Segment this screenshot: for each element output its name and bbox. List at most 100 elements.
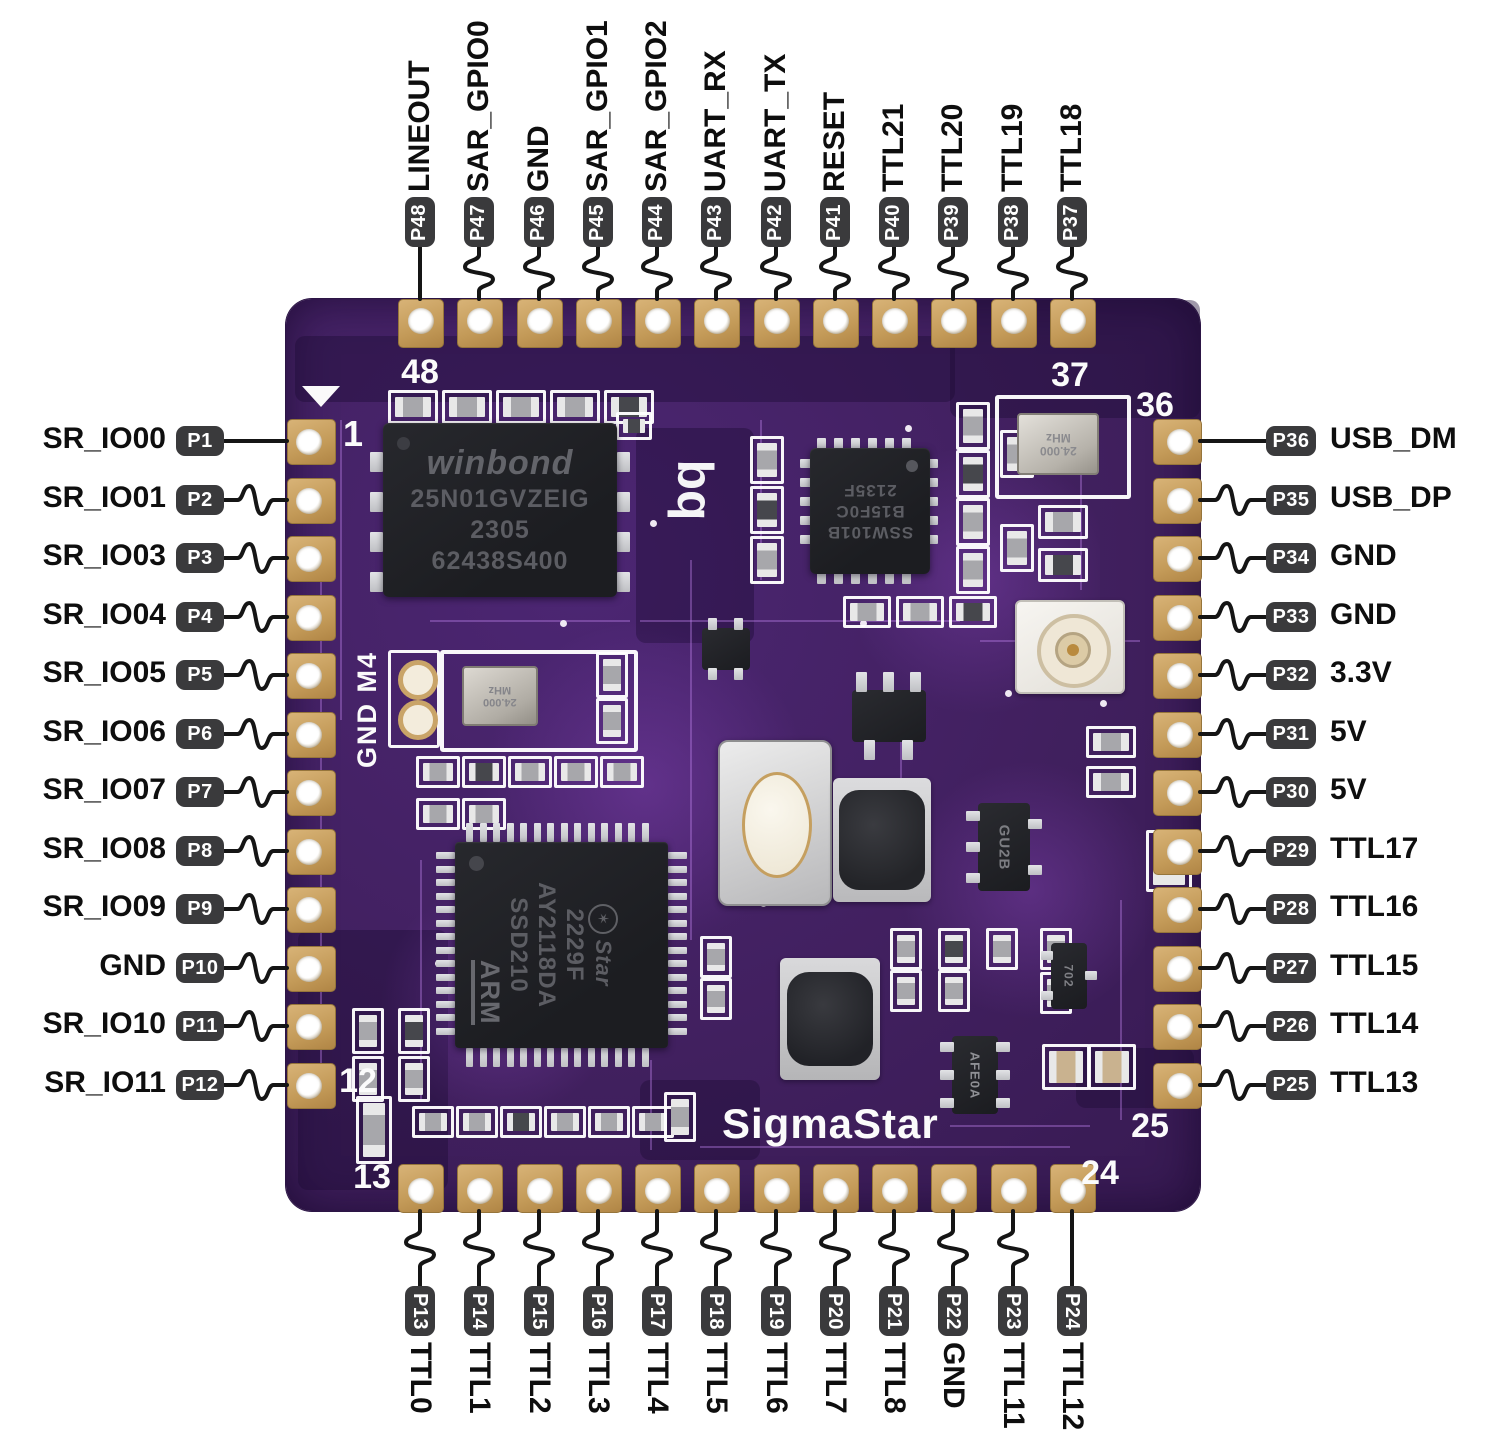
inductor bbox=[780, 958, 880, 1080]
pin-badge-P18: P18 bbox=[701, 1286, 731, 1336]
pin-connector-P38 bbox=[996, 245, 1030, 301]
pad-hole bbox=[1167, 429, 1193, 455]
pin-id: P12 bbox=[181, 1073, 219, 1096]
passive-footprint bbox=[416, 798, 460, 830]
pin-id: P25 bbox=[1272, 1073, 1310, 1096]
flash-lead bbox=[370, 572, 383, 592]
pin-id: P34 bbox=[1272, 546, 1310, 569]
silkscreen-25: 25 bbox=[1131, 1107, 1169, 1145]
pin-connector-P14 bbox=[462, 1209, 496, 1288]
pin-badge-P3: P3 bbox=[176, 543, 224, 573]
pad-hole bbox=[527, 308, 553, 334]
pin-label-P23: TTL11 bbox=[997, 1342, 1030, 1429]
pcb-trace bbox=[1120, 900, 1122, 1120]
pad-hole bbox=[1167, 897, 1193, 923]
pin-badge-P17: P17 bbox=[642, 1286, 672, 1336]
pin-badge-P20: P20 bbox=[820, 1286, 850, 1336]
pin-label-P1: SR_IO00 bbox=[42, 422, 166, 455]
pin-badge-P12: P12 bbox=[176, 1070, 224, 1100]
pin-badge-P27: P27 bbox=[1266, 953, 1316, 983]
soc-lead bbox=[668, 879, 687, 886]
pin-connector-P8 bbox=[222, 834, 289, 868]
pad-top-P45 bbox=[576, 299, 622, 348]
passive-footprint bbox=[544, 1106, 586, 1138]
usb-hub-lead bbox=[927, 497, 938, 506]
usb-hub-lead bbox=[817, 573, 826, 584]
pad-hole bbox=[1167, 956, 1193, 982]
pin-id: P19 bbox=[765, 1292, 788, 1330]
pad-right-P28 bbox=[1153, 887, 1202, 933]
pad-hole bbox=[1167, 780, 1193, 806]
soc-lead bbox=[479, 1048, 487, 1067]
pin-connector-P44 bbox=[640, 245, 674, 301]
pad-hole bbox=[296, 663, 322, 689]
soc-lead bbox=[668, 933, 687, 940]
pcb-light-patch bbox=[900, 760, 1160, 1020]
pad-hole bbox=[882, 308, 908, 334]
pin-connector-P6 bbox=[222, 717, 289, 751]
pin-id: P1 bbox=[187, 429, 213, 452]
crystal-frame bbox=[995, 395, 1131, 499]
pad-hole bbox=[823, 1178, 849, 1204]
pad-hole bbox=[941, 308, 967, 334]
passive-footprint bbox=[956, 546, 990, 594]
pin-badge-P38: P38 bbox=[998, 197, 1028, 247]
pin-label-P39: TTL20 bbox=[936, 103, 969, 192]
passive-footprint bbox=[508, 756, 552, 788]
pin-label-P38: TTL19 bbox=[996, 103, 1029, 192]
crystal-aux-frame bbox=[440, 650, 638, 752]
pin-connector-P46 bbox=[522, 245, 556, 301]
pin-badge-P34: P34 bbox=[1266, 543, 1316, 573]
pin-connector-P17 bbox=[640, 1209, 674, 1288]
chip-pin1-dot bbox=[906, 460, 918, 472]
pin-connector-P7 bbox=[222, 775, 289, 809]
pin-badge-P11: P11 bbox=[176, 1011, 224, 1041]
pad-right-P25 bbox=[1153, 1063, 1202, 1109]
pin-badge-P21: P21 bbox=[879, 1286, 909, 1336]
pad-hole bbox=[1167, 722, 1193, 748]
soc-lead bbox=[668, 987, 687, 994]
pin-connector-P47 bbox=[462, 245, 496, 301]
pin-badge-P28: P28 bbox=[1266, 894, 1316, 924]
pin-connector-P30 bbox=[1198, 775, 1268, 809]
usb-hub-lead bbox=[927, 535, 938, 544]
pin-connector-P2 bbox=[222, 483, 289, 517]
soc-lead bbox=[436, 852, 455, 859]
passive-footprint bbox=[1038, 548, 1088, 582]
passive-footprint bbox=[890, 970, 922, 1012]
passive-footprint bbox=[750, 486, 784, 534]
via-dot bbox=[860, 620, 867, 627]
pin-label-P40: TTL21 bbox=[877, 103, 910, 192]
usb-hub-lead bbox=[800, 478, 811, 487]
pin-badge-P1: P1 bbox=[176, 426, 224, 456]
soc-lead bbox=[574, 1048, 581, 1067]
passive-footprint bbox=[664, 1092, 696, 1142]
pin-label-P34: GND bbox=[1330, 539, 1397, 572]
soc-lead bbox=[668, 946, 687, 954]
soc-lead bbox=[436, 987, 455, 994]
passive-footprint bbox=[938, 928, 970, 970]
flash-date: 2305 bbox=[470, 516, 530, 544]
pin-label-P25: TTL13 bbox=[1330, 1066, 1419, 1099]
passive-footprint bbox=[398, 1056, 430, 1102]
pcb-trace bbox=[900, 700, 902, 790]
pad-bottom-P14 bbox=[457, 1164, 503, 1213]
pin-badge-P26: P26 bbox=[1266, 1011, 1316, 1041]
pin-id: P46 bbox=[527, 203, 550, 241]
flash-lot: 62438S400 bbox=[431, 547, 569, 575]
pcb-trace bbox=[700, 1146, 1070, 1148]
flash-lead bbox=[370, 532, 383, 552]
pin-connector-P20 bbox=[818, 1209, 852, 1288]
passive-footprint bbox=[356, 1096, 392, 1164]
pin-connector-P42 bbox=[759, 245, 793, 301]
crystal-main: 24.000 MHz bbox=[1017, 413, 1099, 475]
soc-lead bbox=[668, 892, 687, 900]
pin-label-P41: RESET bbox=[818, 91, 851, 192]
soc-lead bbox=[436, 892, 455, 900]
pin-id: P3 bbox=[187, 546, 213, 569]
pin-id: P20 bbox=[824, 1292, 847, 1330]
pin-id: P42 bbox=[764, 203, 787, 241]
passive-footprint bbox=[352, 1056, 384, 1102]
soc-lead bbox=[668, 919, 687, 927]
